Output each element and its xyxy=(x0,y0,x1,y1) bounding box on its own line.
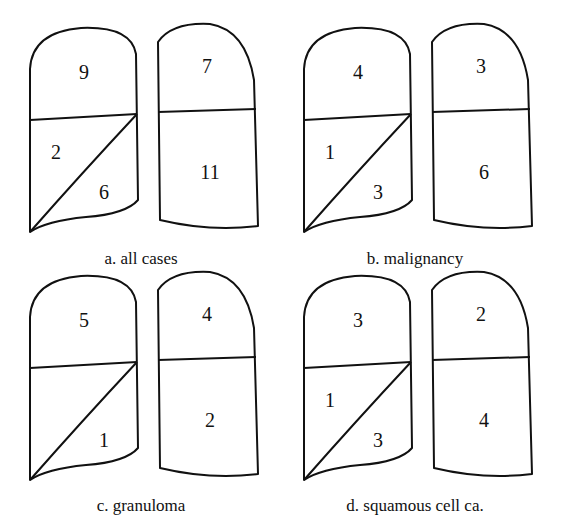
case-count: 3 xyxy=(353,310,363,330)
panel-caption: b. malignancy xyxy=(367,250,463,267)
lung-outline xyxy=(432,357,530,360)
case-count: 1 xyxy=(325,142,335,162)
lung-drawing xyxy=(424,20,536,234)
panel-caption: c. granuloma xyxy=(97,497,186,514)
lung-outline xyxy=(30,362,137,368)
case-count: 6 xyxy=(479,162,489,182)
lung-outline xyxy=(432,272,532,476)
lung-drawing xyxy=(424,268,536,482)
lung-shape: 51 xyxy=(26,272,144,486)
lung-outline xyxy=(304,114,411,120)
case-count: 4 xyxy=(479,410,489,430)
lung-shape: 4 1 3 xyxy=(300,24,418,238)
case-count: 11 xyxy=(200,162,219,182)
case-count: 4 xyxy=(353,62,363,82)
lung-drawing xyxy=(26,24,144,238)
lung-outline xyxy=(304,114,411,232)
lung-outline xyxy=(30,114,137,232)
case-count: 3 xyxy=(476,56,486,76)
lung-shape: 9 2 6 xyxy=(26,24,144,238)
lung-shape: 7 11 xyxy=(150,20,262,234)
lung-shape: 42 xyxy=(150,268,262,482)
case-count: 2 xyxy=(205,410,215,430)
panel-caption: a. all cases xyxy=(104,250,177,267)
lung-outline xyxy=(158,357,256,360)
lung-drawing xyxy=(300,272,418,486)
lung-outline xyxy=(304,28,412,232)
lung-outline xyxy=(30,28,138,232)
case-count: 2 xyxy=(476,304,486,324)
lung-outline xyxy=(304,362,411,368)
lung-drawing xyxy=(150,268,262,482)
lung-outline xyxy=(30,114,137,120)
case-count: 6 xyxy=(99,182,109,202)
lung-outline xyxy=(304,362,411,480)
lung-outline xyxy=(158,24,258,228)
lung-outline xyxy=(158,272,258,476)
lung-drawing xyxy=(26,272,144,486)
case-count: 1 xyxy=(99,430,109,450)
lung-outline xyxy=(158,109,256,112)
case-count: 4 xyxy=(202,304,212,324)
lung-outline xyxy=(432,24,532,228)
case-count: 3 xyxy=(373,182,383,202)
lung-drawing xyxy=(300,24,418,238)
lung-shape: 36 xyxy=(424,20,536,234)
lung-outline xyxy=(304,276,412,480)
lung-shape: 24 xyxy=(424,268,536,482)
lung-drawing xyxy=(150,20,262,234)
case-count: 1 xyxy=(325,390,335,410)
case-count: 3 xyxy=(373,430,383,450)
case-count: 5 xyxy=(79,310,89,330)
lung-outline xyxy=(432,109,530,112)
case-count: 7 xyxy=(202,56,212,76)
panel-caption: d. squamous cell ca. xyxy=(346,497,483,514)
lung-outline xyxy=(30,276,138,480)
case-count: 9 xyxy=(79,62,89,82)
case-count: 2 xyxy=(51,142,61,162)
lung-outline xyxy=(30,362,137,480)
lung-shape: 3 1 3 xyxy=(300,272,418,486)
